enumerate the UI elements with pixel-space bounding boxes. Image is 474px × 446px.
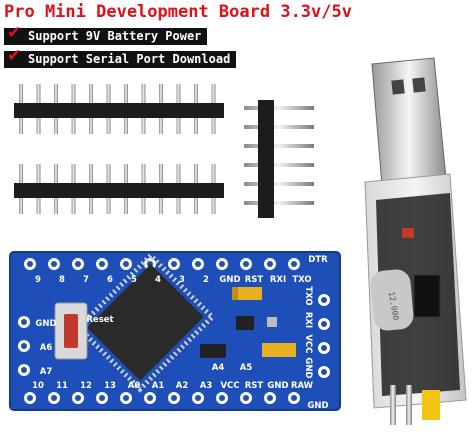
usb-serial-adapter: 12.000 bbox=[364, 57, 467, 425]
board-label-top: RST bbox=[245, 275, 264, 285]
feature-battery: ✔ Support 9V Battery Power bbox=[4, 23, 208, 45]
board-label-inner: A5 bbox=[240, 363, 253, 373]
microcontroller-chip bbox=[74, 251, 216, 393]
board-label-bottom: RST bbox=[245, 381, 264, 391]
board-label-top: 8 bbox=[59, 275, 65, 285]
pin-header-vertical bbox=[244, 100, 314, 218]
checkmark-icon: ✔ bbox=[7, 46, 22, 66]
board-label-left: GND bbox=[35, 319, 56, 329]
board-label-top: RXI bbox=[270, 275, 286, 285]
board-label-bottom: A1 bbox=[152, 381, 165, 391]
board-label-bottom: GND bbox=[267, 381, 288, 391]
board-label-top: 4 bbox=[155, 275, 161, 285]
board-label-top: TXO bbox=[292, 275, 311, 285]
board-label-left: A6 bbox=[40, 343, 53, 353]
board-label-bottom: 13 bbox=[104, 381, 116, 391]
board-label-right: TXO bbox=[303, 286, 313, 305]
board-label-top: 5 bbox=[131, 275, 137, 285]
checkmark-icon: ✔ bbox=[7, 23, 22, 43]
board-label-gnd: GND bbox=[307, 401, 328, 411]
board-label-bottom: 11 bbox=[56, 381, 68, 391]
board-label-top: GND bbox=[219, 275, 240, 285]
board-label-bottom: 10 bbox=[32, 381, 44, 391]
board-label-bottom: RAW bbox=[291, 381, 314, 391]
board-label-left: A7 bbox=[40, 367, 53, 377]
board-label-top: 7 bbox=[83, 275, 89, 285]
board-label-top: 6 bbox=[107, 275, 113, 285]
board-label-bottom: 12 bbox=[80, 381, 92, 391]
product-title: Pro Mini Development Board 3.3v/5v bbox=[4, 2, 352, 22]
board-label-top: 9 bbox=[35, 275, 41, 285]
board-label-right: GND bbox=[303, 357, 313, 378]
pin-header-strip-top bbox=[14, 84, 224, 134]
board-label-dtr: DTR bbox=[308, 255, 328, 265]
board-label-top: 2 bbox=[203, 275, 209, 285]
board-label-bottom: A2 bbox=[176, 381, 189, 391]
pin-header-strip-bottom bbox=[14, 164, 224, 214]
board-label-bottom: A0 bbox=[128, 381, 141, 391]
board-label-bottom: VCC bbox=[220, 381, 239, 391]
feature-battery-text: Support 9V Battery Power bbox=[28, 29, 202, 43]
board-label-top: 3 bbox=[179, 275, 185, 285]
board-label-inner: A4 bbox=[212, 363, 225, 373]
board-label-reset: Reset bbox=[86, 315, 113, 325]
board-label-right: RXI bbox=[303, 312, 313, 328]
board-label-bottom: A3 bbox=[200, 381, 213, 391]
feature-serial: ✔ Support Serial Port Download bbox=[4, 46, 237, 68]
feature-serial-text: Support Serial Port Download bbox=[28, 52, 231, 66]
board-label-right: VCC bbox=[303, 334, 313, 353]
reset-button-part bbox=[54, 302, 88, 360]
